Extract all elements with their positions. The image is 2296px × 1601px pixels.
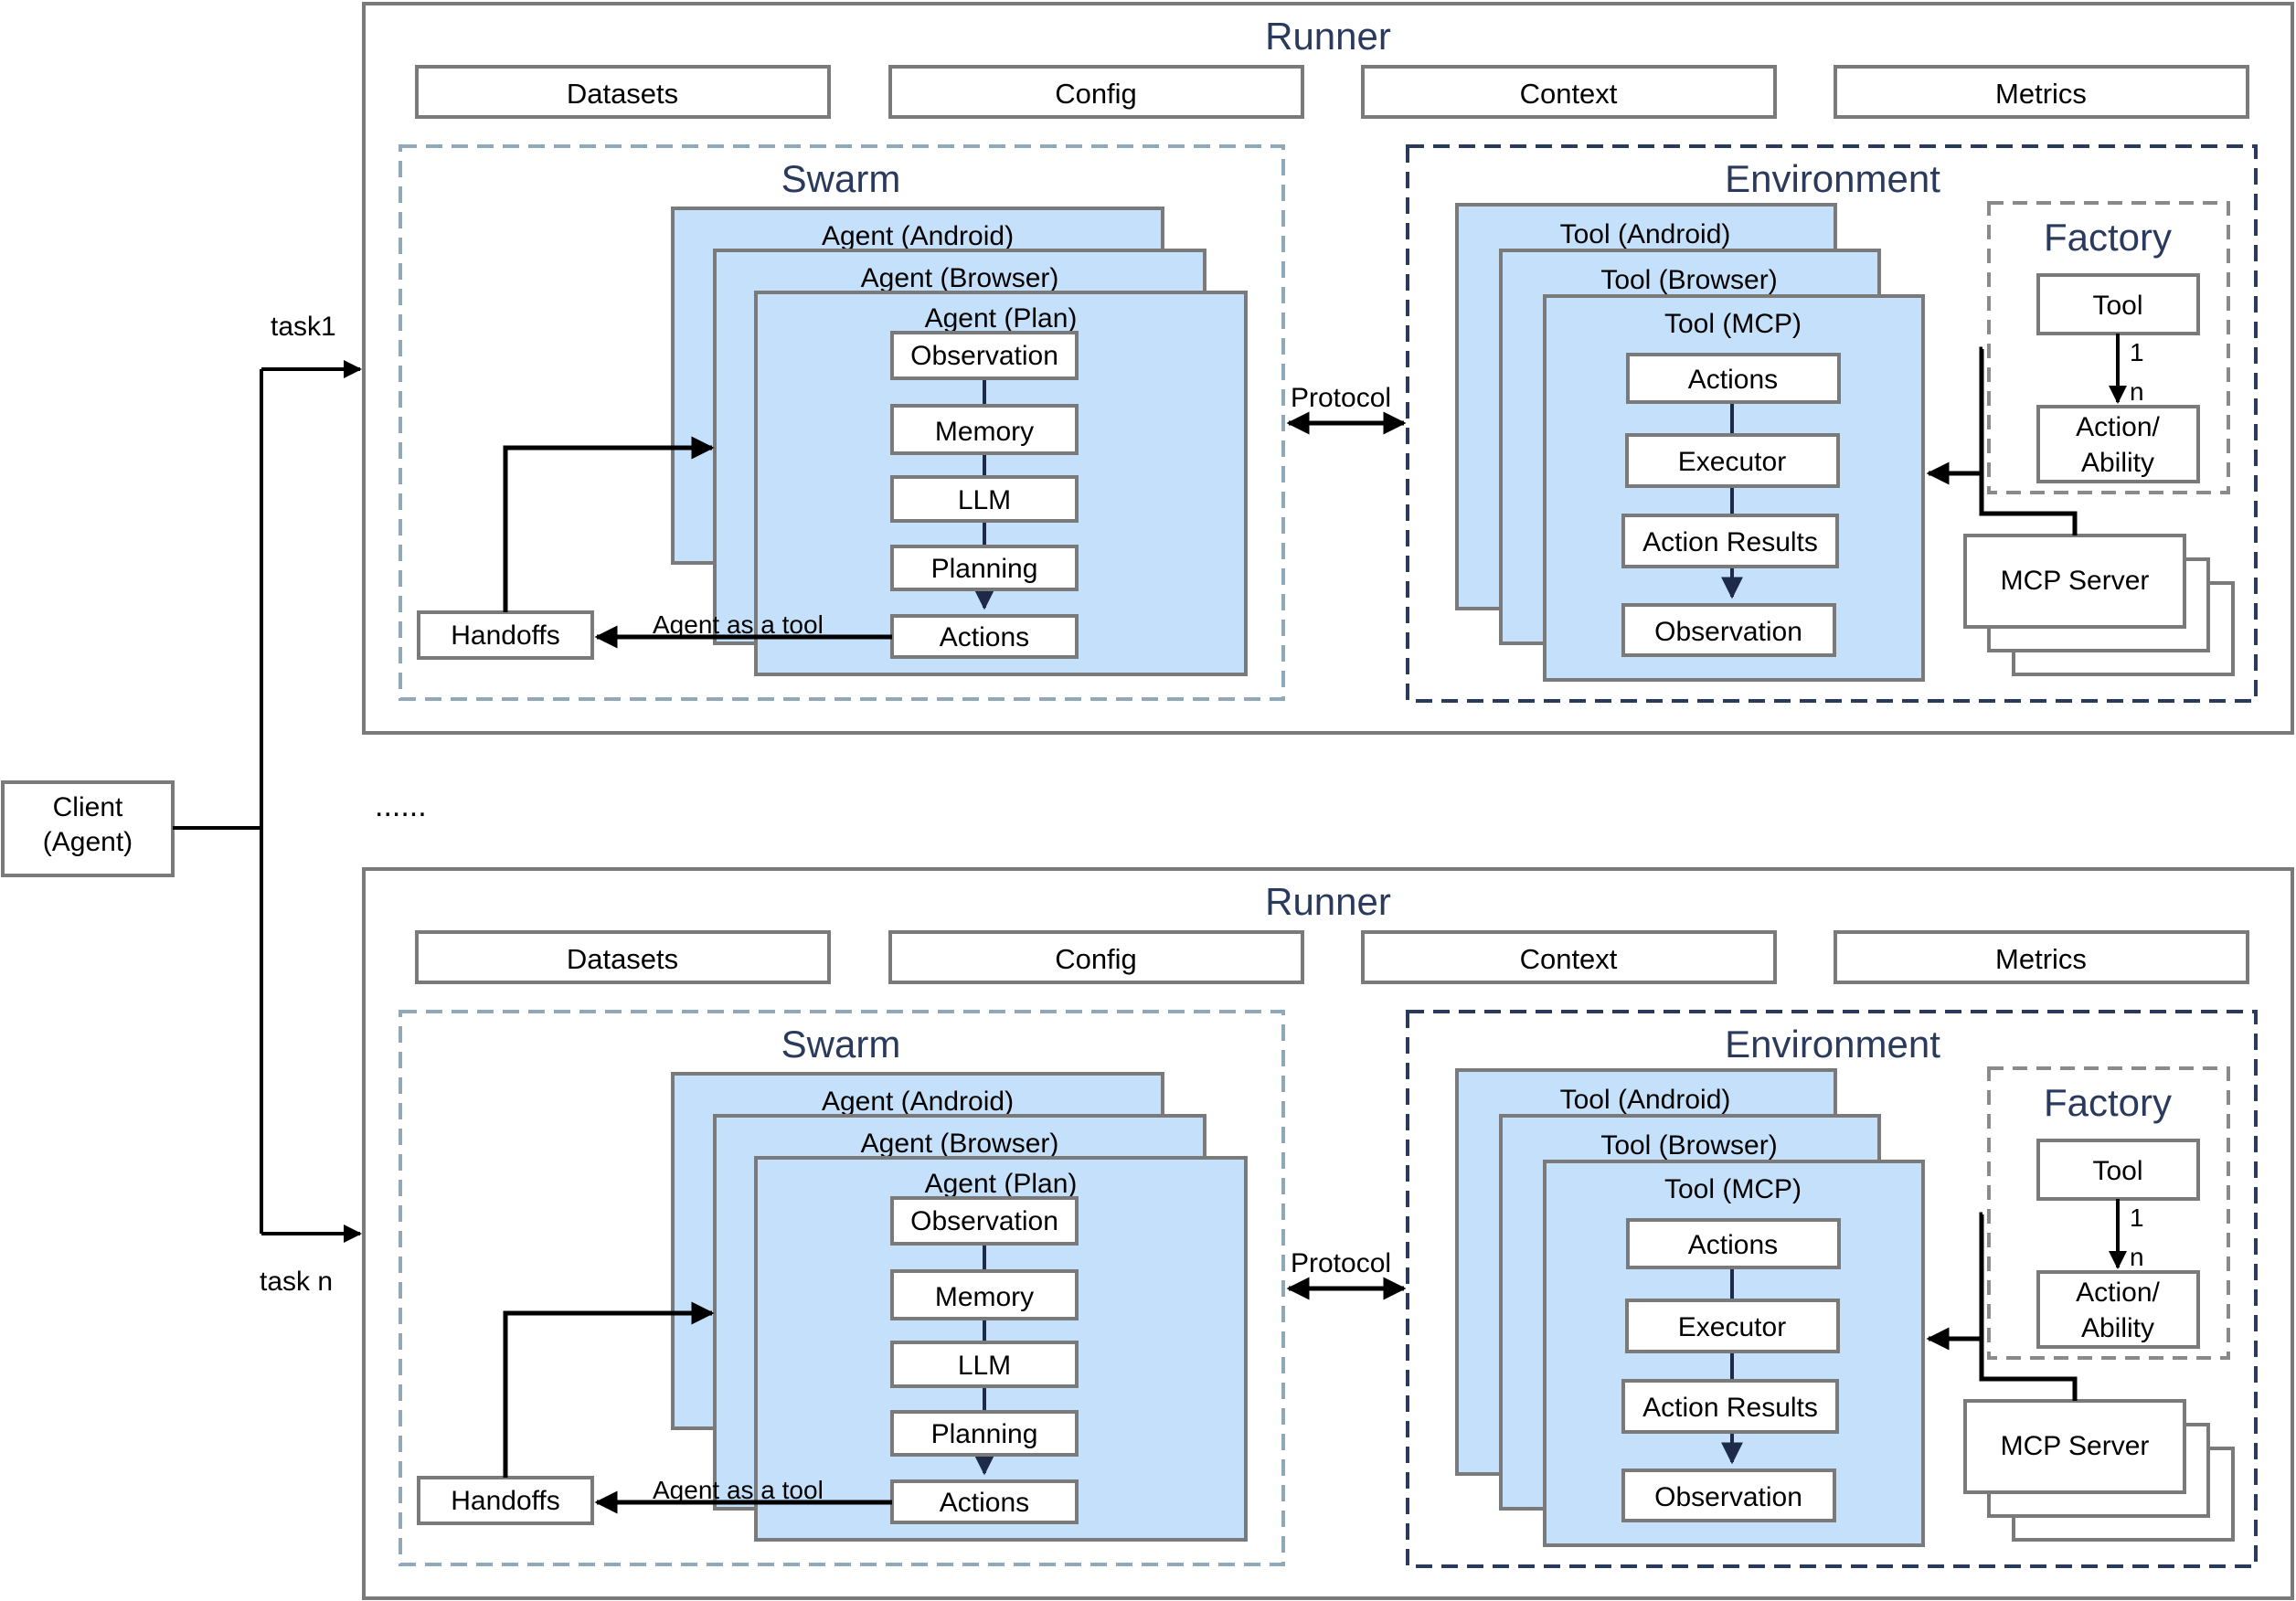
context-label: Context bbox=[1520, 943, 1618, 975]
agent-plan-label: Agent (Plan) bbox=[925, 303, 1078, 334]
client-label-line2: (Agent) bbox=[43, 827, 133, 857]
cardinality-n: n bbox=[2130, 377, 2144, 406]
cardinality-one: 1 bbox=[2130, 1203, 2144, 1232]
context-label: Context bbox=[1520, 78, 1618, 110]
mcp-server-label: MCP Server bbox=[2001, 1431, 2150, 1461]
agent-step-actions: Actions bbox=[940, 1488, 1029, 1518]
runner-title: Runner bbox=[1265, 15, 1391, 58]
tool-step-action-results: Action Results bbox=[1642, 1393, 1818, 1423]
tool-browser-label: Tool (Browser) bbox=[1600, 1130, 1777, 1161]
agent-android-label: Agent (Android) bbox=[822, 1087, 1014, 1117]
tool-browser-label: Tool (Browser) bbox=[1600, 265, 1777, 295]
protocol-connector: Protocol bbox=[1286, 383, 1407, 435]
factory-title: Factory bbox=[2044, 216, 2172, 259]
tool-step-actions: Actions bbox=[1688, 1230, 1778, 1260]
factory-tool-label: Tool bbox=[2092, 1156, 2142, 1186]
runner-title: Runner bbox=[1265, 880, 1391, 923]
handoffs-label: Handoffs bbox=[451, 620, 560, 651]
agent-step-llm: LLM bbox=[958, 485, 1011, 515]
tool-step-executor: Executor bbox=[1678, 447, 1786, 477]
task-n-label: task n bbox=[260, 1267, 333, 1297]
cardinality-n: n bbox=[2130, 1243, 2144, 1271]
tool-step-actions: Actions bbox=[1688, 365, 1778, 395]
factory-title: Factory bbox=[2044, 1081, 2172, 1124]
metrics-label: Metrics bbox=[1995, 943, 2087, 975]
swarm-panel: Swarm Agent (Android) Agent (Browser) Ag… bbox=[399, 1010, 1285, 1566]
client-node: Client (Agent) bbox=[1, 780, 175, 877]
protocol-label: Protocol bbox=[1291, 1248, 1391, 1278]
ellipsis-label: ...... bbox=[375, 789, 427, 823]
agent-step-planning: Planning bbox=[931, 1419, 1038, 1449]
tool-mcp-label: Tool (MCP) bbox=[1664, 1174, 1802, 1204]
environment-title: Environment bbox=[1725, 157, 1940, 200]
factory-panel: Factory Tool 1 n Action/ Ability bbox=[1987, 1066, 2230, 1360]
agent-step-llm: LLM bbox=[958, 1351, 1011, 1381]
runner-panel: Runner Datasets Config Context Metrics S… bbox=[362, 867, 2294, 1600]
tool-step-action-results: Action Results bbox=[1642, 527, 1818, 557]
factory-action-label-line2: Ability bbox=[2081, 448, 2154, 478]
task-1-label: task1 bbox=[271, 312, 336, 342]
datasets-label: Datasets bbox=[567, 943, 678, 975]
agent-browser-label: Agent (Browser) bbox=[861, 263, 1059, 293]
tool-step-observation: Observation bbox=[1654, 1482, 1802, 1512]
tool-step-executor: Executor bbox=[1678, 1312, 1786, 1342]
environment-panel: Environment Tool (Android) Tool (Browser… bbox=[1406, 144, 2258, 703]
datasets-label: Datasets bbox=[567, 78, 678, 110]
handoffs-label: Handoffs bbox=[451, 1486, 560, 1516]
task-connectors bbox=[173, 360, 362, 1243]
agent-as-tool-label: Agent as a tool bbox=[653, 610, 824, 639]
protocol-label: Protocol bbox=[1291, 383, 1391, 413]
agent-step-memory: Memory bbox=[935, 1282, 1034, 1312]
factory-action-label-line1: Action/ bbox=[2076, 412, 2160, 442]
agent-step-actions: Actions bbox=[940, 622, 1029, 652]
config-label: Config bbox=[1055, 78, 1137, 110]
agent-browser-label: Agent (Browser) bbox=[861, 1129, 1059, 1159]
mcp-server-label: MCP Server bbox=[2001, 566, 2150, 596]
agent-android-label: Agent (Android) bbox=[822, 221, 1014, 251]
runner-panel: Runner Datasets Config Context Metrics S… bbox=[362, 2, 2294, 735]
factory-action-label-line2: Ability bbox=[2081, 1313, 2154, 1343]
tool-android-label: Tool (Android) bbox=[1560, 1085, 1731, 1115]
agent-step-observation: Observation bbox=[910, 341, 1058, 371]
metrics-label: Metrics bbox=[1995, 78, 2087, 110]
agent-step-observation: Observation bbox=[910, 1206, 1058, 1236]
config-label: Config bbox=[1055, 943, 1137, 975]
agent-step-planning: Planning bbox=[931, 554, 1038, 584]
factory-tool-label: Tool bbox=[2092, 291, 2142, 321]
agent-step-memory: Memory bbox=[935, 417, 1034, 447]
protocol-connector: Protocol bbox=[1286, 1248, 1407, 1300]
swarm-title: Swarm bbox=[781, 157, 901, 200]
tool-step-observation: Observation bbox=[1654, 617, 1802, 647]
agent-as-tool-label: Agent as a tool bbox=[653, 1476, 824, 1504]
tool-android-label: Tool (Android) bbox=[1560, 219, 1731, 249]
client-label-line1: Client bbox=[53, 792, 123, 822]
tool-mcp-label: Tool (MCP) bbox=[1664, 309, 1802, 339]
agent-plan-label: Agent (Plan) bbox=[925, 1169, 1078, 1199]
cardinality-one: 1 bbox=[2130, 338, 2144, 366]
environment-panel: Environment Tool (Android) Tool (Browser… bbox=[1406, 1010, 2258, 1568]
mcp-server-stack: MCP Server bbox=[1963, 534, 2235, 676]
swarm-panel: Swarm Agent (Android) Agent (Browser) Ag… bbox=[399, 144, 1285, 701]
factory-panel: Factory Tool 1 n Action/ Ability bbox=[1987, 201, 2230, 494]
runner-bar: Datasets Config Context Metrics bbox=[415, 930, 2249, 984]
runner-bar: Datasets Config Context Metrics bbox=[415, 65, 2249, 119]
mcp-server-stack: MCP Server bbox=[1963, 1399, 2235, 1542]
swarm-title: Swarm bbox=[781, 1023, 901, 1066]
factory-action-label-line1: Action/ bbox=[2076, 1278, 2160, 1308]
environment-title: Environment bbox=[1725, 1023, 1940, 1066]
